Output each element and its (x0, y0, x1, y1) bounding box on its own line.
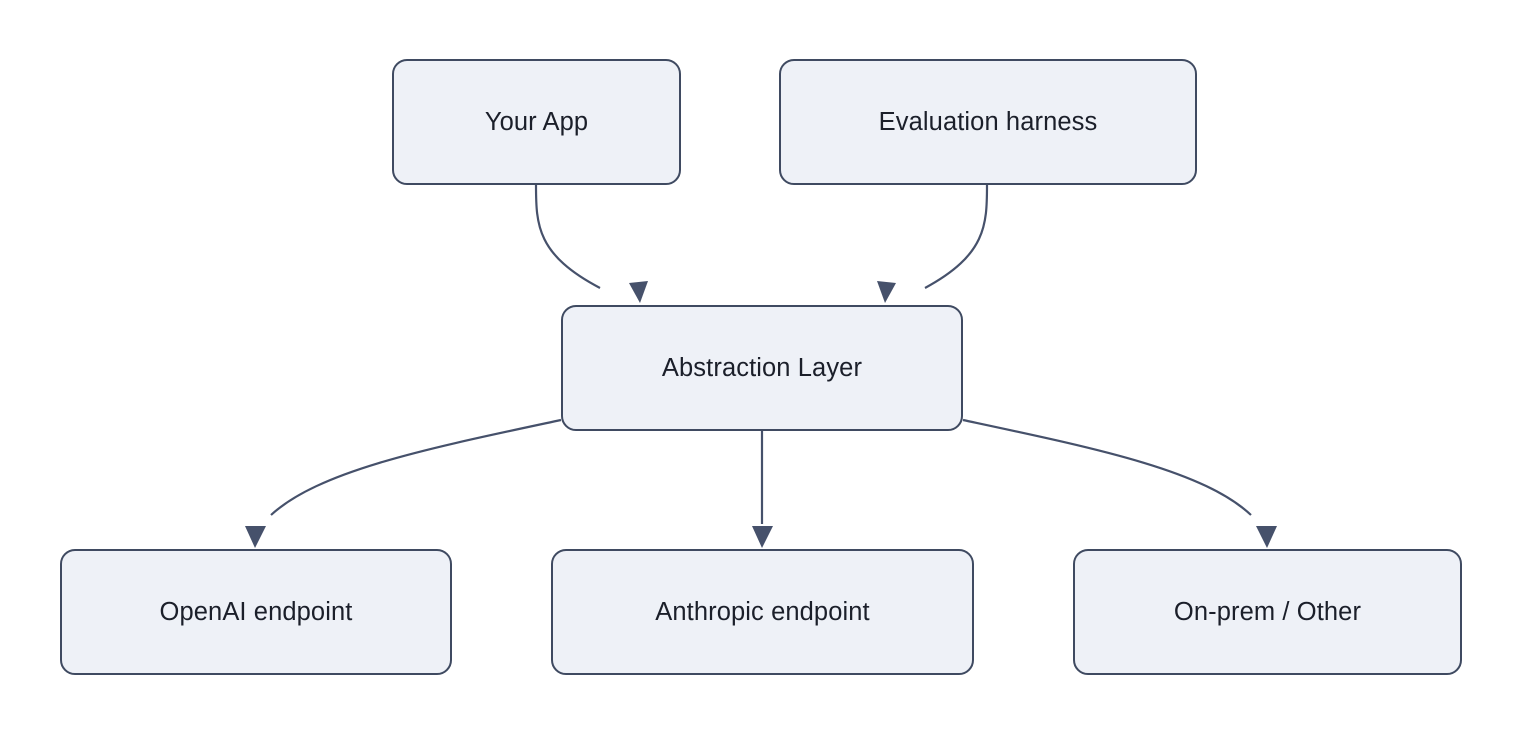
node-abstraction-layer[interactable]: Abstraction Layer (561, 305, 963, 431)
edge-line (270, 418, 562, 516)
edge-line (534, 184, 601, 289)
node-label: Anthropic endpoint (655, 597, 870, 626)
node-anthropic-endpoint[interactable]: Anthropic endpoint (551, 549, 974, 675)
arrowhead-icon (629, 281, 648, 303)
node-label: OpenAI endpoint (159, 597, 353, 626)
edge-abstraction-layer-to-on-prem-other (962, 418, 1277, 548)
node-your-app[interactable]: Your App (392, 59, 681, 185)
arrowhead-icon (245, 526, 266, 548)
node-evaluation-harness[interactable]: Evaluation harness (779, 59, 1197, 185)
edge-evaluation-harness-to-abstraction-layer (877, 184, 989, 303)
node-label: On-prem / Other (1173, 597, 1362, 626)
node-label: Abstraction Layer (661, 353, 863, 382)
node-label: Evaluation harness (878, 107, 1098, 136)
node-openai-endpoint[interactable]: OpenAI endpoint (60, 549, 452, 675)
arrowhead-icon (1256, 526, 1277, 548)
edge-abstraction-layer-to-openai-endpoint (245, 418, 562, 548)
node-label: Your App (484, 107, 589, 136)
arrowhead-icon (877, 281, 896, 303)
node-on-prem-other[interactable]: On-prem / Other (1073, 549, 1462, 675)
edge-your-app-to-abstraction-layer (534, 184, 648, 303)
edge-abstraction-layer-to-anthropic-endpoint (752, 431, 773, 548)
edge-line (962, 418, 1252, 516)
arrowhead-icon (752, 526, 773, 548)
edge-line (924, 184, 989, 289)
